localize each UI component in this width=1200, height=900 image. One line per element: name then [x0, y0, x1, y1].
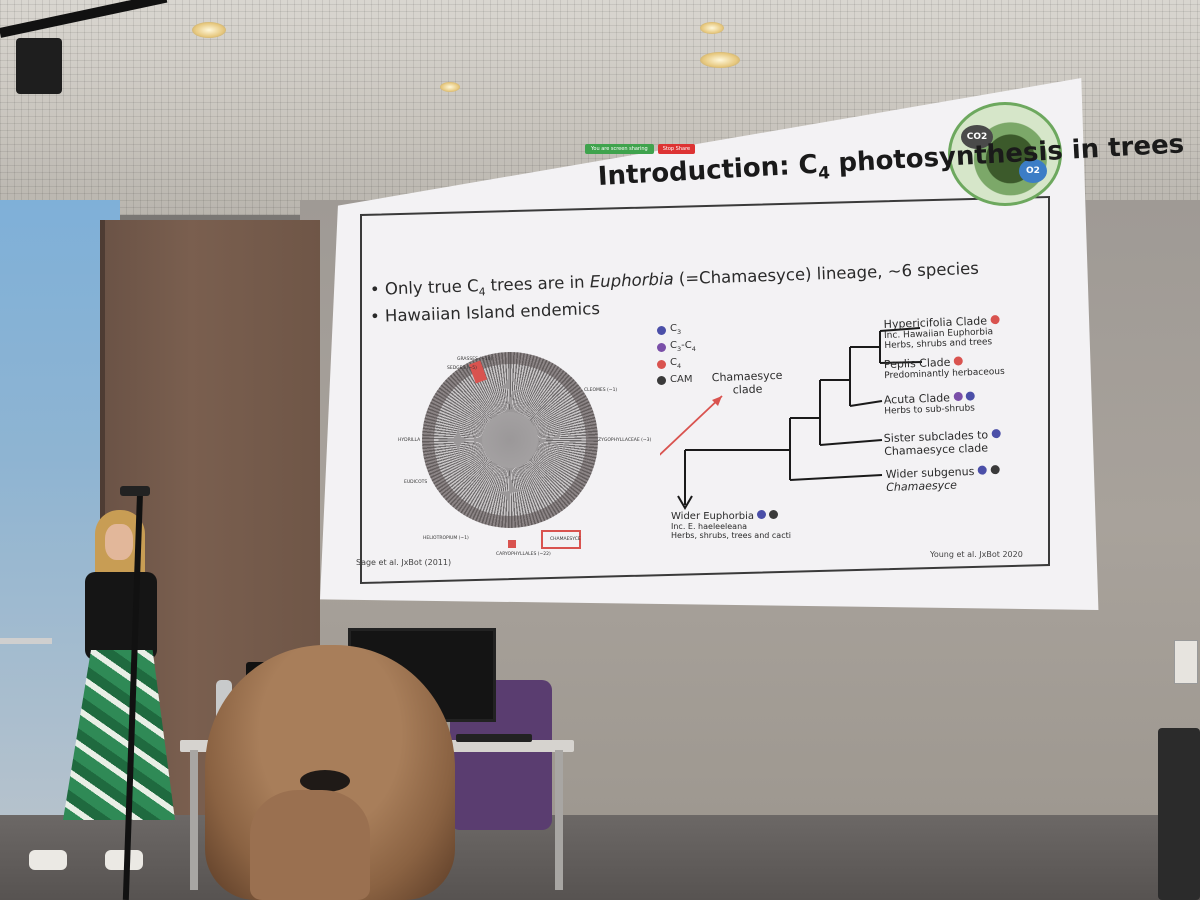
branch [789, 474, 883, 481]
branch [879, 361, 923, 364]
bullet-text-euphorbia: Euphorbia [589, 269, 674, 292]
label-caryophyllales: CARYOPHYLLALES (~22) [496, 552, 551, 557]
ponytail [250, 790, 370, 900]
clade-peplis: Peplis Clade Predominantly herbaceous [884, 354, 1005, 381]
label-cleomes: CLEOMES (~1) [584, 388, 618, 393]
chamaesyce-highlight-box [541, 530, 581, 549]
legend-dot [657, 326, 666, 335]
citation-young: Young et al. JxBot 2020 [930, 550, 1023, 559]
label-eudicots: EUDICOTS [404, 480, 428, 485]
label-hydrilla: HYDRILLA [398, 438, 421, 443]
waste-bin [1158, 728, 1200, 900]
bullet-text-1b: trees are in [485, 272, 591, 295]
wider-euphorbia: Wider Euphorbia Inc. E. haeleeleana Herb… [671, 510, 791, 540]
cam-dot [769, 510, 779, 519]
arrowhead [677, 495, 693, 510]
branch [819, 439, 883, 446]
pointer-arrow [660, 395, 723, 456]
chamaesyce-line1: Chamaesyce [711, 368, 783, 385]
clade-acuta: Acuta Clade Herbs to sub-shrubs [884, 390, 976, 416]
branch [849, 400, 883, 407]
legend-dot [657, 375, 666, 385]
presenter [29, 510, 185, 880]
label-sedges: SEDGES (~5) [447, 366, 477, 371]
presenter-face [105, 524, 133, 560]
clade-wider-subgenus: Wider subgenus Chamaesyce [886, 464, 1000, 494]
clade-name: Wider Euphorbia [671, 511, 755, 522]
label-grasses: GRASSES (~10) [457, 357, 493, 362]
c4-dot [990, 314, 1000, 325]
legend-c4: C4 [657, 356, 696, 373]
clade-sister-subclades: Sister subclades to Chamaesyce clade [884, 428, 1002, 458]
cam-dot [990, 465, 1000, 475]
presenter-skirt [63, 650, 175, 820]
legend-label: C4 [670, 357, 682, 370]
c4-highlight [508, 540, 516, 548]
clade-detail: Herbs, shrubs, trees and cacti [671, 531, 791, 540]
floor [0, 815, 1200, 900]
ceiling-light [700, 22, 724, 34]
c3-dot [965, 391, 976, 401]
citation-sage: Sage et al. JxBot (2011) [356, 558, 452, 567]
ceiling-light [192, 22, 226, 38]
legend-label: CAM [670, 374, 693, 385]
spotlight [16, 38, 62, 94]
presenter-shoe [29, 850, 67, 870]
c3-dot [757, 510, 767, 519]
bullet-text-1a: Only true C [384, 276, 479, 299]
c3-dot [977, 465, 987, 475]
c3-dot [991, 428, 1001, 439]
circular-phylogeny [422, 352, 598, 528]
desk-leg [555, 750, 563, 890]
label-chamaesyce: CHAMAESYCE [550, 537, 581, 542]
ceiling-light [700, 52, 740, 68]
clade-detail: Inc. E. haeleeleana [671, 522, 748, 531]
legend-c3: C3 [657, 322, 696, 339]
hair-tie [300, 770, 350, 792]
presenter-top [85, 572, 157, 660]
stop-share-button[interactable]: Stop Share [657, 144, 696, 154]
legend-dot [657, 360, 666, 369]
pointer-arrowhead [712, 396, 722, 406]
legend-c3-c4: C3-C4 [657, 339, 696, 356]
legend-label: C3 [670, 323, 682, 336]
co2-bubble: CO2 [961, 125, 993, 149]
legend-cam: CAM [657, 373, 696, 387]
keyboard [456, 734, 532, 742]
chamaesyce-clade-label: Chamaesyce clade [712, 369, 784, 397]
screen-share-bar: You are screen sharing Stop Share [585, 144, 696, 154]
clade-hypericifolia: Hypericifolia Clade Inc. Hawaiian Euphor… [883, 314, 1000, 351]
wall-socket [1174, 640, 1198, 684]
c3-c4-dot [953, 391, 963, 402]
screen-share-status: You are screen sharing [585, 144, 654, 154]
label-zygophyllaceae: ZYGOPHYLLACEAE (~3) [598, 438, 652, 443]
wall-shelf [0, 638, 52, 644]
c4-dot [953, 356, 963, 366]
o2-bubble: O2 [1019, 159, 1047, 183]
legend-label: C3-C4 [670, 340, 696, 353]
microphone [120, 486, 150, 496]
cladogram [660, 327, 923, 510]
label-heliotropium: HELIOTROPIUM (~1) [423, 536, 469, 541]
project-logo: CO2 O2 [948, 102, 1062, 206]
photosynthesis-legend: C3 C3-C4 C4 CAM [657, 322, 696, 387]
ceiling-light [440, 82, 460, 92]
legend-dot [657, 343, 666, 352]
phylogeny-core [482, 412, 538, 468]
chamaesyce-line2: clade [732, 382, 763, 397]
branch [879, 327, 921, 332]
desk-leg [190, 750, 198, 890]
